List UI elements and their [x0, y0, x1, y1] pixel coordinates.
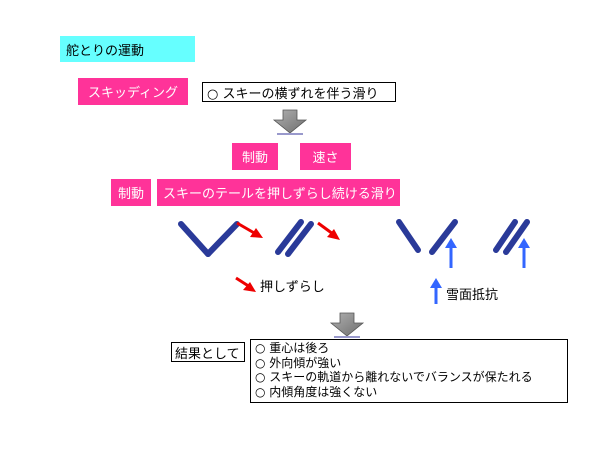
- speed-label-text: 速さ: [312, 151, 339, 166]
- push-legend-label: 押しずらし: [260, 280, 325, 295]
- ski-icon: [493, 219, 530, 255]
- red-arrow-icon: [236, 221, 263, 238]
- resistance-legend-label: 雪面抵抗: [446, 288, 499, 303]
- list-item: ○ 重心は後ろ: [255, 341, 330, 355]
- result-list: ○ 重心は後ろ ○ 外向傾が強い ○ スキーの軌道から離れないでバランスが保たれ…: [250, 339, 568, 403]
- technique-label: 制動: [111, 179, 151, 206]
- list-item: ○ 外向傾が強い: [255, 355, 342, 370]
- ski-icon: [275, 219, 314, 257]
- ski-icon: [178, 221, 240, 257]
- blue-arrow-icon: [518, 238, 530, 268]
- red-arrow-icon: [317, 221, 340, 240]
- list-item: ○ 内傾角度は強くない: [255, 384, 378, 399]
- braking-label: 制動: [232, 143, 278, 170]
- skidding-description-text: ○ スキーの横ずれを伴う滑り: [207, 86, 379, 102]
- skidding-label-text: スキッディング: [87, 86, 179, 101]
- result-label-text: 結果として: [175, 346, 240, 362]
- speed-label: 速さ: [300, 143, 351, 170]
- list-item: ○ スキーの軌道から離れないでバランスが保たれる: [255, 370, 533, 385]
- skidding-description: ○ スキーの横ずれを伴う滑り: [202, 82, 396, 102]
- ski-icon: [396, 219, 458, 255]
- result-label: 結果として: [171, 342, 245, 362]
- blue-arrow-icon: [445, 238, 457, 268]
- technique-description: スキーのテールを押しずらし続ける滑り: [157, 179, 400, 206]
- technique-label-text: 制動: [117, 187, 144, 202]
- technique-description-text: スキーのテールを押しずらし続ける滑り: [163, 187, 397, 202]
- blue-arrow-icon: [430, 278, 442, 304]
- down-arrow-icon: [272, 109, 308, 135]
- title-text: 舵とりの運動: [66, 43, 145, 59]
- diagram-title: 舵とりの運動: [60, 36, 195, 62]
- skidding-label: スキッディング: [78, 78, 188, 105]
- braking-label-text: 制動: [241, 151, 268, 166]
- down-arrow-icon: [329, 312, 365, 338]
- red-arrow-icon: [235, 276, 256, 292]
